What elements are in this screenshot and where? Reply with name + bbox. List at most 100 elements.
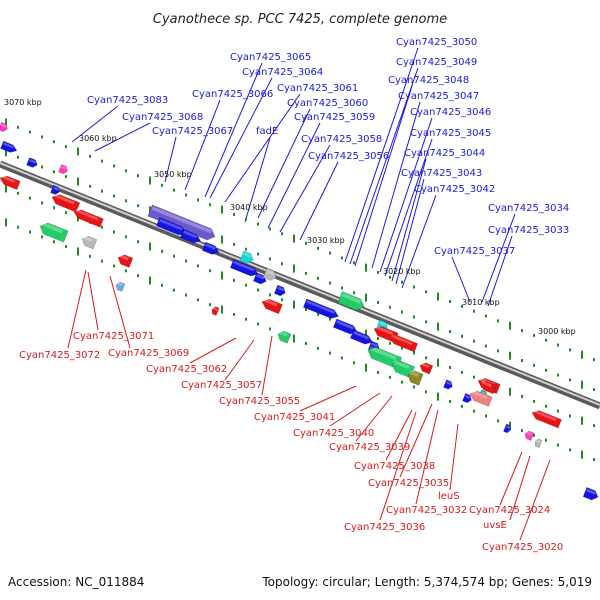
scale-tick — [209, 303, 211, 307]
gene-label[interactable]: Cyan7425_3035 — [368, 478, 449, 489]
gene-label[interactable]: Cyan7425_3038 — [354, 461, 435, 472]
gene-feature[interactable] — [80, 234, 98, 250]
gene-label[interactable]: Cyan7425_3065 — [230, 52, 311, 63]
scale-tick — [125, 235, 127, 239]
gene-feature[interactable] — [252, 272, 267, 286]
gene-label[interactable]: uvsE — [483, 520, 507, 531]
gene-label[interactable]: Cyan7425_3062 — [146, 364, 227, 375]
scale-tick — [281, 298, 283, 302]
gene-label[interactable]: Cyan7425_3037 — [434, 246, 515, 257]
gene-feature[interactable] — [582, 486, 600, 502]
gene-feature[interactable] — [0, 174, 21, 191]
gene-feature[interactable] — [38, 221, 69, 243]
gene-label[interactable]: Cyan7425_3056 — [308, 151, 389, 162]
gene-feature[interactable] — [262, 267, 278, 282]
gene-label[interactable]: Cyan7425_3071 — [73, 331, 154, 342]
gene-label[interactable]: Cyan7425_3034 — [488, 203, 569, 214]
gene-label[interactable]: Cyan7425_3046 — [410, 107, 491, 118]
gene-feature[interactable] — [462, 393, 473, 404]
gene-feature[interactable] — [443, 379, 454, 390]
gene-feature[interactable] — [201, 241, 220, 256]
gene-label[interactable]: Cyan7425_3061 — [277, 83, 358, 94]
gene-label[interactable]: Cyan7425_3048 — [388, 75, 469, 86]
gene-feature[interactable] — [211, 306, 220, 316]
gene-feature[interactable] — [50, 192, 81, 213]
gene-label[interactable]: Cyan7425_3032 — [386, 505, 467, 516]
label-leader — [189, 337, 237, 364]
scale-tick — [497, 349, 499, 353]
gene-feature[interactable] — [478, 379, 497, 395]
gene-label[interactable]: Cyan7425_3047 — [398, 91, 479, 102]
gene-feature[interactable] — [58, 164, 69, 175]
label-leader — [299, 161, 339, 241]
gene-label[interactable]: Cyan7425_3036 — [344, 522, 425, 533]
gene-feature[interactable] — [503, 423, 513, 434]
gene-feature[interactable] — [530, 408, 562, 429]
gene-feature[interactable] — [115, 281, 126, 292]
gene-label[interactable]: Cyan7425_3049 — [396, 57, 477, 68]
scale-tick — [269, 257, 271, 261]
gene-feature[interactable] — [239, 250, 255, 265]
gene-feature[interactable] — [260, 297, 283, 315]
scale-tick — [389, 375, 391, 379]
scale-tick — [125, 199, 127, 203]
gene-label[interactable]: Cyan7425_3024 — [469, 505, 550, 516]
gene-label[interactable]: Cyan7425_3069 — [108, 348, 189, 359]
gene-label[interactable]: Cyan7425_3057 — [181, 380, 262, 391]
gene-label[interactable]: leuS — [438, 491, 460, 502]
gene-feature[interactable] — [302, 298, 340, 321]
gene-feature[interactable] — [179, 228, 202, 245]
gene-feature[interactable] — [388, 333, 419, 353]
gene-label[interactable]: Cyan7425_3039 — [329, 442, 410, 453]
gene-feature[interactable] — [534, 438, 543, 449]
gene-feature[interactable] — [0, 140, 19, 154]
scale-tick — [113, 164, 115, 168]
scale-tick — [233, 312, 235, 316]
gene-feature[interactable] — [276, 329, 292, 344]
scale-tick — [437, 322, 439, 331]
gene-label[interactable]: Cyan7425_3033 — [488, 225, 569, 236]
gene-feature[interactable] — [524, 430, 535, 441]
gene-label[interactable]: Cyan7425_3043 — [401, 168, 482, 179]
gene-feature[interactable] — [50, 184, 61, 195]
gene-label[interactable]: Cyan7425_3041 — [254, 412, 335, 423]
gene-label[interactable]: Cyan7425_3040 — [293, 428, 374, 439]
gene-label[interactable]: Cyan7425_3067 — [152, 126, 233, 137]
gene-label[interactable]: Cyan7425_3066 — [192, 89, 273, 100]
gene-feature[interactable] — [0, 121, 9, 132]
scale-tick — [413, 351, 415, 355]
gene-label[interactable]: Cyan7425_3020 — [482, 542, 563, 553]
gene-feature[interactable] — [349, 329, 374, 347]
gene-feature[interactable] — [273, 284, 287, 297]
gene-label[interactable]: Cyan7425_3058 — [301, 134, 382, 145]
gene-label[interactable]: Cyan7425_3059 — [294, 112, 375, 123]
gene-feature[interactable] — [229, 259, 259, 278]
gene-label[interactable]: Cyan7425_3068 — [122, 112, 203, 123]
gene-feature[interactable] — [337, 291, 367, 313]
gene-label[interactable]: Cyan7425_3072 — [19, 350, 100, 361]
gene-feature[interactable] — [468, 389, 493, 407]
gene-label[interactable]: Cyan7425_3044 — [404, 148, 485, 159]
gene-label[interactable]: Cyan7425_3050 — [396, 37, 477, 48]
scale-tick — [437, 292, 439, 301]
scale-tick — [461, 370, 463, 374]
scale-tick — [89, 184, 91, 188]
gene-label[interactable]: Cyan7425_3045 — [410, 128, 491, 139]
gene-label[interactable]: fadE — [256, 126, 278, 137]
gene-feature[interactable] — [116, 253, 134, 268]
gene-feature[interactable] — [72, 208, 104, 228]
scale-tick — [389, 341, 391, 345]
gene-label[interactable]: Cyan7425_3083 — [87, 95, 168, 106]
gene-feature[interactable] — [147, 204, 217, 242]
gene-label[interactable]: Cyan7425_3055 — [219, 396, 300, 407]
gene-feature[interactable] — [26, 157, 39, 169]
gene-feature[interactable] — [418, 361, 434, 375]
gene-label[interactable]: Cyan7425_3064 — [242, 67, 323, 78]
label-leader — [329, 392, 381, 427]
gene-feature[interactable] — [406, 369, 424, 386]
gene-label[interactable]: Cyan7425_3060 — [287, 98, 368, 109]
scale-tick — [221, 305, 223, 314]
scale-tick — [257, 322, 259, 326]
gene-label[interactable]: Cyan7425_3042 — [414, 184, 495, 195]
